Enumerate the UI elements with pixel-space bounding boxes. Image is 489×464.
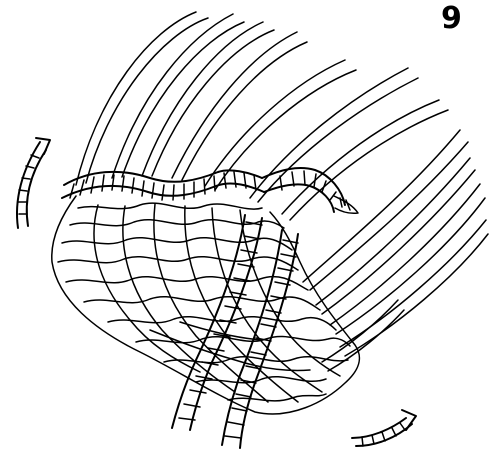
basket-body (52, 196, 360, 414)
basket-stakes (76, 12, 488, 371)
weaver-strands (62, 168, 358, 213)
step-number: 9 (441, 2, 462, 36)
rotation-arrow-left-icon (17, 138, 50, 228)
rotation-arrow-right-icon (352, 410, 416, 446)
